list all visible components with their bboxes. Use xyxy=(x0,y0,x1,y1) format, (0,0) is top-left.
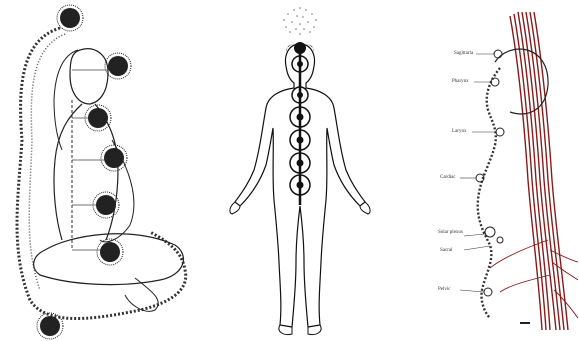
seated-figure-illustration xyxy=(0,0,200,341)
energy-channel-outer xyxy=(17,28,186,319)
head-outline xyxy=(70,49,108,104)
spinal-nerve-bundle xyxy=(510,12,568,330)
left-hand xyxy=(230,202,240,214)
sacral-marks xyxy=(520,322,530,324)
chakra-crown xyxy=(294,42,306,54)
foot-outline xyxy=(125,278,158,311)
chakra-burst-brow xyxy=(105,53,131,79)
crown-spray xyxy=(283,7,317,35)
right-hand xyxy=(360,202,370,214)
nerve-branches xyxy=(490,240,578,318)
anatomy-illustration xyxy=(400,0,579,341)
label-leaders xyxy=(460,54,496,292)
body-dashed-outline xyxy=(478,68,500,318)
standing-figure-illustration xyxy=(200,0,400,341)
chakra-burst-heart xyxy=(101,145,127,171)
chakra-burst-solar xyxy=(93,192,119,218)
chakra-burst-sacral xyxy=(97,239,123,265)
hair-outline xyxy=(54,50,78,150)
chakra-burst-throat xyxy=(85,105,111,131)
standing-figure-panel xyxy=(200,0,400,341)
torso-outline xyxy=(54,104,118,240)
energy-channel-inner xyxy=(29,34,65,290)
anatomy-panel: Sagittaria Pharynx Larynx Cardiac Solar … xyxy=(400,0,579,341)
chakra-burst-crown xyxy=(57,5,83,31)
seated-figure-panel xyxy=(0,0,200,341)
